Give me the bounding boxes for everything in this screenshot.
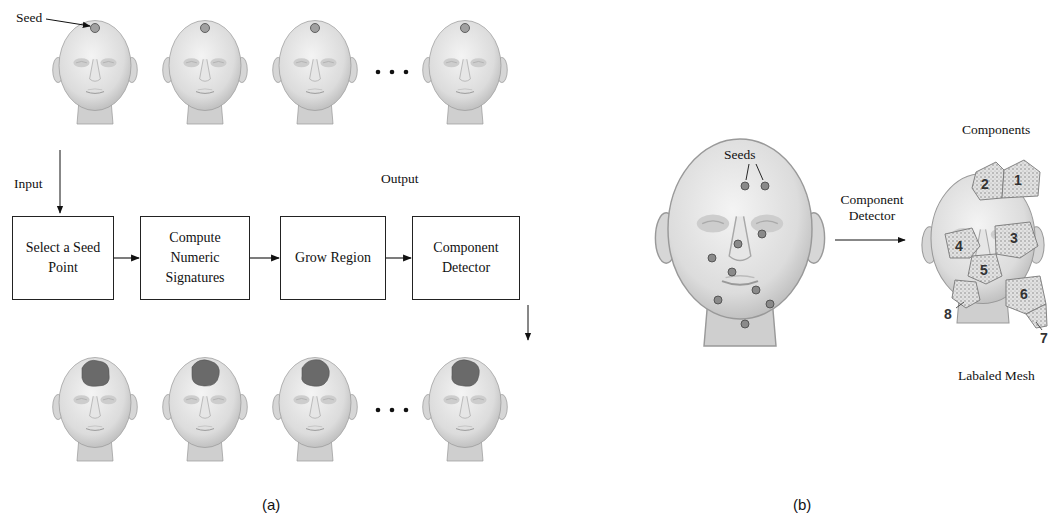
box-text: Compute Numeric Signatures [149,228,241,289]
callout-number: 5 [980,262,988,279]
callout-number: 8 [944,306,952,323]
process-box: Component Detector [412,216,520,300]
text-label: Labaled Mesh [958,368,1035,384]
text-label: Component Detector [832,192,912,224]
process-box: Compute Numeric Signatures [140,216,250,300]
flow-arrow [250,257,279,258]
process-box: Select a Seed Point [12,216,114,300]
callout-number: 6 [1020,286,1028,303]
panel-label: (b) [793,496,811,514]
callout-number: 3 [1010,230,1018,247]
box-text: Select a Seed Point [21,238,105,279]
process-box: Grow Region [280,216,386,300]
callout-number: 2 [981,176,989,193]
flow-arrow [114,257,139,258]
text-label: Seeds [724,147,756,163]
box-text: Component Detector [421,238,511,279]
callout-number: 4 [955,238,963,255]
flow-arrow [386,257,411,258]
callout-number: 7 [1040,330,1048,347]
panel-label: (a) [262,496,280,514]
text-label: Components [962,122,1030,138]
text-label: Seed [16,10,42,26]
text-label: Output [381,171,419,187]
text-label: Input [14,176,43,192]
callout-number: 1 [1014,172,1022,189]
box-text: Grow Region [295,248,371,268]
